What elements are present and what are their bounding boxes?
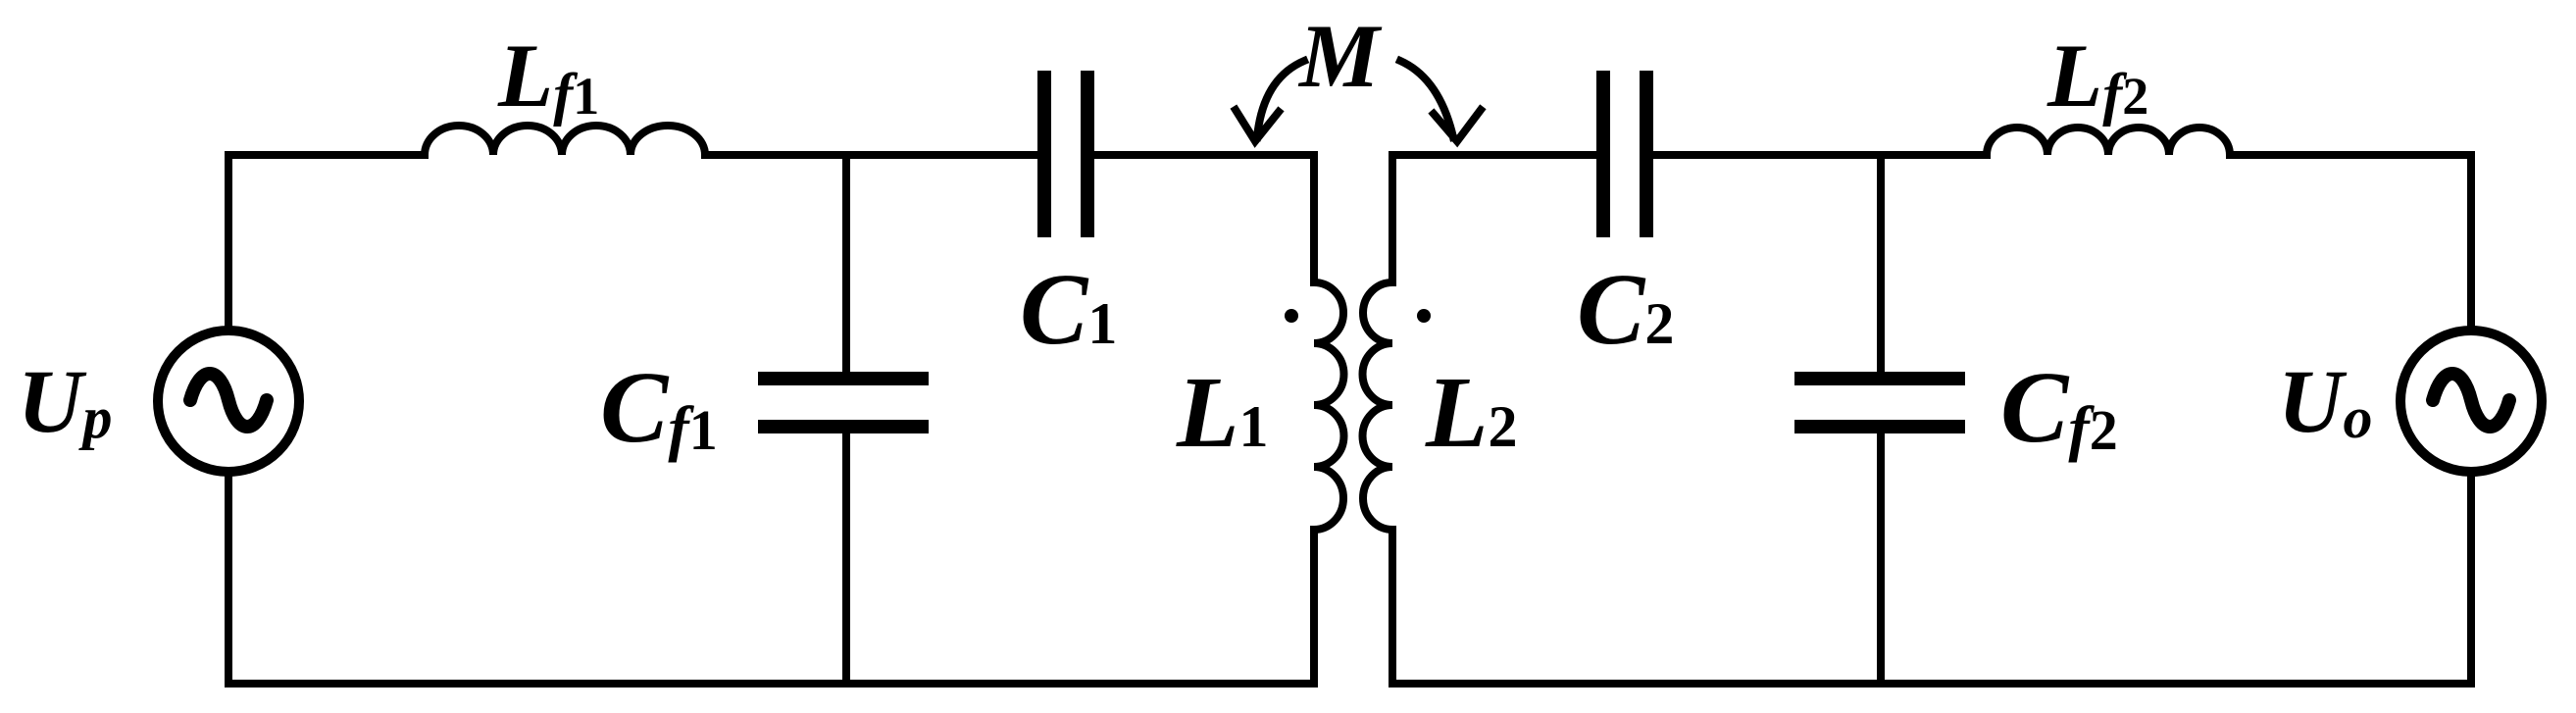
polarity-dot-l2 [1417,309,1431,323]
inductor-lf1 [421,122,709,156]
primary-wires [225,151,1318,688]
label-c2: C2 [1577,253,1674,366]
inductor-lf2 [1983,124,2234,156]
label-up: Up [18,351,112,451]
capacitor-cf1 [758,372,929,433]
capacitor-cf2 [1794,372,1965,433]
label-l2: L2 [1425,356,1518,469]
label-uo: Uo [2278,351,2372,451]
ac-source-up [153,326,304,477]
label-lf2: Lf2 [2046,25,2148,127]
label-m: M [1297,6,1383,106]
label-l1: L1 [1176,356,1269,469]
inductor-l2 [1358,279,1431,534]
ac-source-uo [2396,326,2547,477]
capacitor-c2 [1596,71,1653,237]
label-cf1: Cf1 [600,351,718,464]
mutual-inductance-arrows [1230,55,1487,148]
label-cf2: Cf2 [2000,351,2118,464]
capacitor-c1 [1037,71,1094,237]
sine-icon [2426,367,2516,433]
secondary-wires [1389,151,2475,688]
label-lf1: Lf1 [497,25,599,127]
inductor-l1 [1285,279,1348,534]
sine-icon [183,367,274,433]
polarity-dot-l1 [1285,309,1298,323]
label-c1: C1 [1020,253,1117,366]
